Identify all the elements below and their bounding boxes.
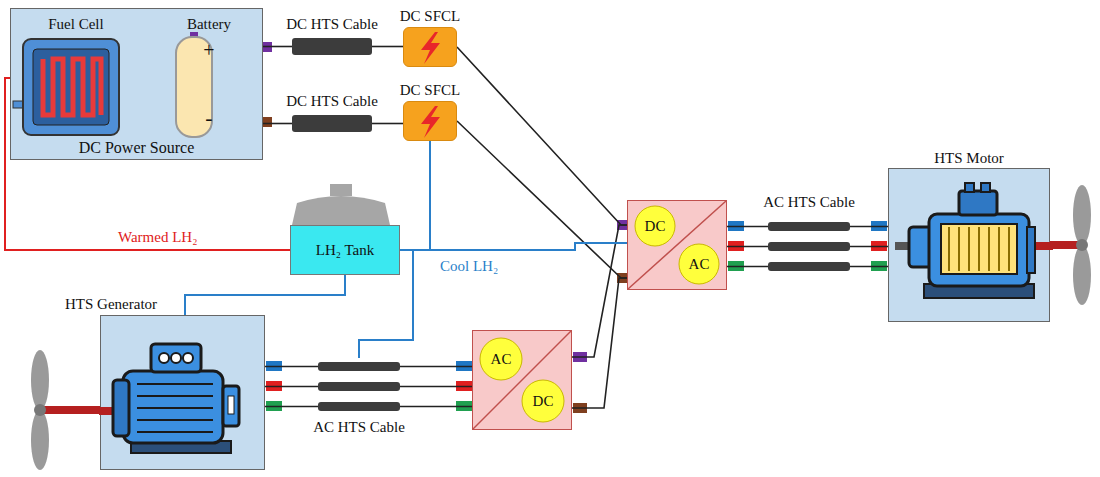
connector	[265, 367, 318, 407]
propeller-blade	[1073, 185, 1091, 245]
connector	[457, 121, 627, 278]
node-label: Battery	[164, 15, 254, 33]
connector	[372, 46, 403, 48]
battery: Battery + -	[164, 15, 254, 139]
icon	[318, 358, 400, 414]
icon	[628, 201, 728, 291]
node-label: AC	[679, 254, 719, 274]
dc-hts-cable: DC HTS Cable	[292, 38, 372, 55]
node-label: HTS Generator	[65, 295, 157, 313]
ac-hts-cable: AC HTS Cable	[318, 358, 400, 414]
lh2-tank: LH₂ Tank	[290, 225, 400, 275]
node-label: DC SFCL	[400, 81, 460, 99]
node-label: DC Power Source	[11, 139, 262, 157]
node-label: DC	[635, 216, 675, 236]
node-label: LH₂ Tank	[291, 241, 399, 259]
dc-sfcl: DC SFCL	[403, 27, 457, 67]
connector	[185, 275, 345, 315]
node-label: DC HTS Cable	[286, 92, 378, 110]
propeller-blade	[31, 350, 49, 410]
icon	[101, 316, 266, 471]
connector	[372, 123, 403, 125]
tank-cap	[292, 196, 390, 225]
node-label: -	[164, 109, 254, 127]
icon	[889, 169, 1051, 323]
hts-motor: HTS Motor	[888, 168, 1050, 322]
connector	[572, 225, 627, 357]
ac-hts-cable: AC HTS Cable	[768, 218, 850, 274]
icon	[21, 15, 121, 139]
dc-hts-cable: DC HTS Cable	[292, 115, 372, 132]
connector	[263, 123, 292, 125]
connector	[400, 141, 430, 250]
ac-dc-converter: AC DC	[472, 330, 572, 430]
propeller-blade	[31, 410, 49, 470]
node-label: DC HTS Cable	[286, 15, 378, 33]
connector	[457, 47, 627, 225]
hts-generator: HTS Generator	[100, 315, 265, 470]
tank-neck	[330, 184, 352, 196]
node-label: DC	[523, 391, 563, 411]
icon	[404, 102, 458, 142]
dc-ac-converter: DCAC	[627, 200, 727, 290]
connector	[727, 227, 768, 267]
icon	[404, 28, 458, 68]
icon	[473, 331, 573, 431]
shaft	[40, 406, 102, 414]
node-label: AC HTS Cable	[313, 418, 405, 436]
edge-label: Cool LH₂	[440, 257, 498, 275]
edge-label: Warmed LH₂	[118, 228, 197, 246]
connector	[572, 278, 627, 408]
propeller-hub	[1076, 239, 1088, 251]
fuel-cell: Fuel Cell	[21, 15, 131, 139]
icon	[164, 15, 224, 139]
node-label: AC	[481, 349, 521, 369]
node-label: +	[164, 41, 254, 59]
connector	[850, 227, 888, 267]
connector	[400, 367, 472, 407]
node-label: Fuel Cell	[21, 15, 131, 33]
node-label: AC HTS Cable	[763, 193, 855, 211]
connector	[400, 243, 627, 250]
icon	[768, 218, 850, 274]
power-source-box: DC Power Source Fuel Cell Battery + -	[10, 8, 263, 160]
node-label: HTS Motor	[934, 149, 1004, 167]
connector	[263, 46, 292, 48]
node-label: DC SFCL	[400, 7, 460, 25]
propeller-hub	[34, 404, 46, 416]
dc-sfcl: DC SFCL	[403, 101, 457, 141]
propeller-blade	[1073, 245, 1091, 305]
